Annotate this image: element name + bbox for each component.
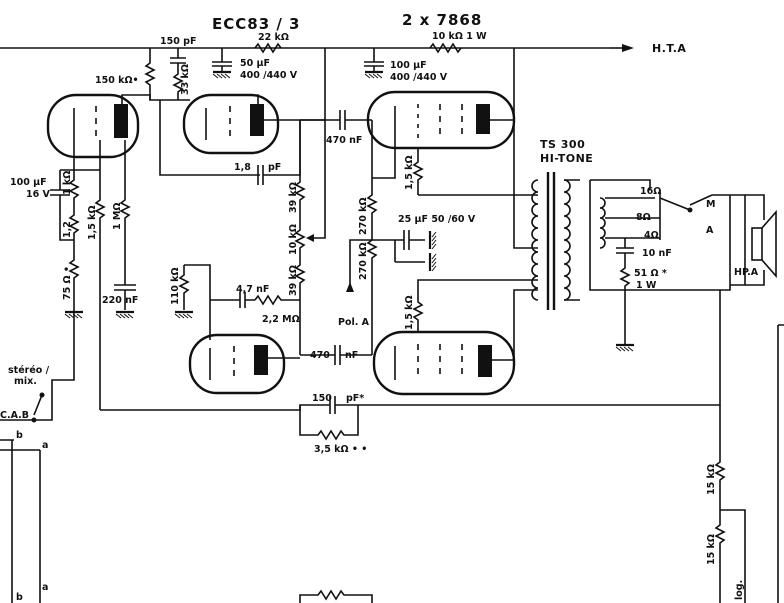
r1k5a-label: 1,5 kΩ (87, 205, 98, 240)
node-b1: b (16, 430, 23, 441)
r-supply-label: 10 kΩ 1 W (432, 31, 487, 42)
stereo-label: stéréo / (8, 365, 50, 376)
r39k-a-label: 39 kΩ (288, 182, 299, 213)
speaker-label: HP.A (734, 267, 759, 278)
tap-4: 4Ω (644, 230, 659, 241)
r51-label: 51 Ω * (634, 268, 667, 279)
node-a1: a (42, 440, 48, 451)
c470a-label: 470 nF (326, 135, 362, 146)
node-b2: b (16, 592, 23, 603)
pola-label: Pol. A (338, 317, 370, 328)
c50uf-label: 50 µF (240, 58, 270, 69)
transformer-model: TS 300 (540, 138, 585, 151)
r75-label: 75 Ω • (62, 266, 73, 300)
c10nf-label: 10 nF (642, 248, 672, 259)
cab-label: C.A.B (0, 410, 29, 421)
tap-16: 16Ω (640, 186, 661, 197)
transformer-brand: HI-TONE (540, 152, 593, 165)
c100uf16-label: 100 µF (10, 177, 47, 188)
tube-v1b (182, 93, 280, 155)
c150pf-label: 150 pF (160, 36, 196, 47)
mix-label: mix. (14, 376, 37, 387)
r39k-b-label: 39 kΩ (288, 265, 299, 296)
c25uf-label: 25 µF 50 /60 V (398, 214, 476, 225)
ht-arrow (622, 44, 634, 52)
tube-v1a (46, 93, 140, 159)
c1p8-label: 1,8 (234, 162, 251, 173)
c470b-label: 470 (310, 350, 330, 361)
speaker-icon (751, 227, 763, 261)
node-a2: a (42, 582, 48, 593)
hta-label: H.T.A (652, 42, 686, 55)
switch-m: M (706, 199, 715, 210)
r110k-label: 110 kΩ (170, 267, 181, 305)
r270k-b-label: 270 kΩ (358, 242, 369, 280)
c100uf16-volt: 16 V (26, 189, 51, 200)
r15k-a-label: 15 kΩ (706, 464, 717, 495)
r22k-label: 22 kΩ (258, 32, 289, 43)
c100uf-label: 100 µF (390, 60, 427, 71)
title-ecc83: ECC83 / 3 (212, 15, 301, 33)
c150fb-label: 150 (312, 393, 332, 404)
r1k-label: 1 kΩ (62, 171, 73, 195)
r270k-a-label: 270 kΩ (358, 197, 369, 235)
r2m2-label: 2,2 MΩ (262, 314, 300, 325)
r1k5b-label: 1,5 kΩ (404, 155, 415, 190)
c50uf-volt: 400 /440 V (240, 70, 298, 81)
log-label: log. (734, 580, 745, 600)
c100uf-volt: 400 /440 V (390, 72, 448, 83)
c220-label: 220 nF (102, 295, 138, 306)
r3k5-label: 3,5 kΩ • • (314, 444, 367, 455)
c1p8-unit: pF (268, 162, 281, 173)
r15k-b-label: 15 kΩ (706, 534, 717, 565)
r150k-label: 150 kΩ• (95, 75, 139, 86)
r1k2-label: 1,2 (62, 221, 73, 238)
r1m-label: 1 MΩ (112, 203, 123, 230)
switch-a: A (706, 225, 714, 236)
c150fb-unit: pF* (346, 393, 364, 404)
c470b-unit: nF (345, 350, 358, 361)
r51w-label: 1 W (636, 280, 657, 291)
tube-out-lower (372, 330, 516, 396)
r-supply (429, 42, 462, 54)
r10k-label: 10 kΩ (288, 224, 299, 255)
r1k5c-label: 1,5 kΩ (404, 295, 415, 330)
c4n7-label: 4,7 nF (236, 284, 269, 295)
title-7868: 2 x 7868 (402, 11, 482, 29)
tap-8: 8Ω (636, 212, 651, 223)
r33k-label: 33 kΩ (180, 64, 191, 95)
tube-v2 (188, 333, 286, 395)
